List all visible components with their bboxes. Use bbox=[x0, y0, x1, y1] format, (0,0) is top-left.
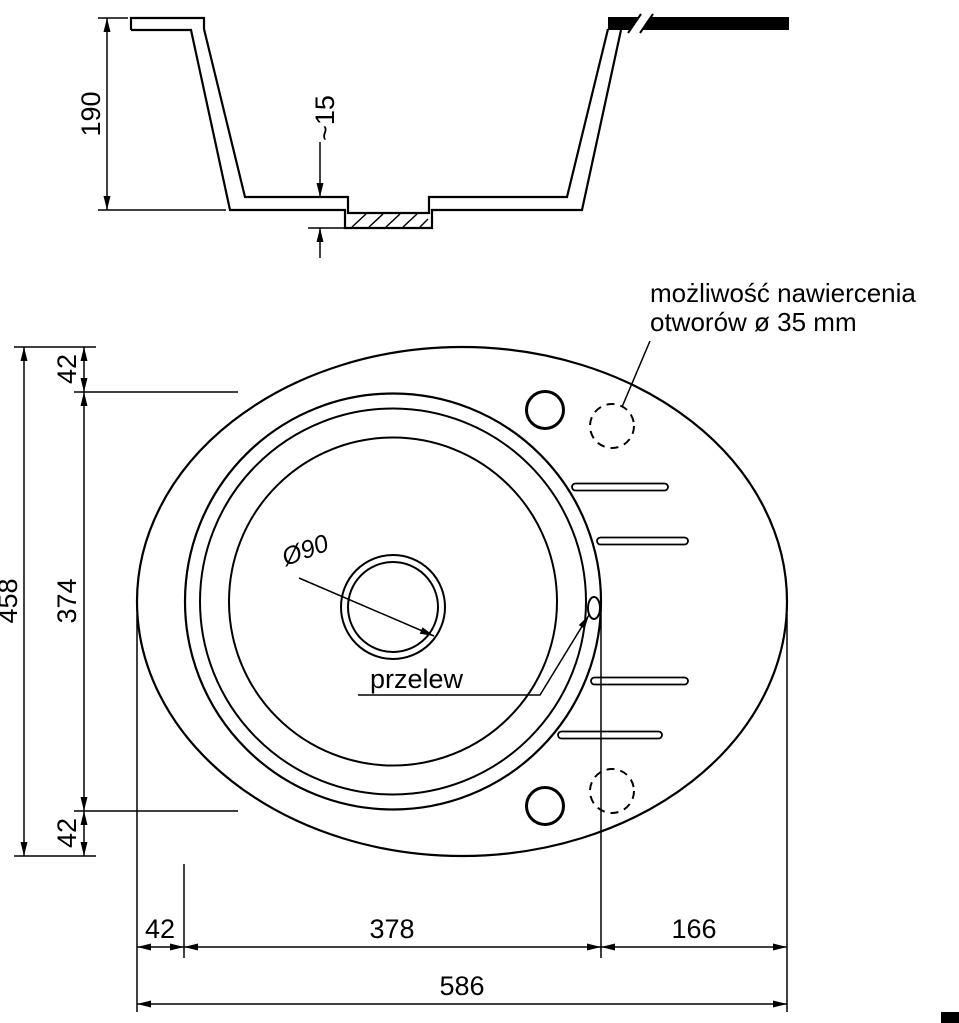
bowl-middle-circle bbox=[199, 407, 587, 796]
dim-label-15: ~15 bbox=[310, 95, 340, 141]
plan-view: Ø90 przelew możliwość nawiercenia otworó… bbox=[135, 278, 916, 858]
dim-label-458: 458 bbox=[0, 578, 23, 623]
section-inner-profile bbox=[202, 28, 610, 215]
dim-label-378: 378 bbox=[369, 914, 414, 944]
dim-section-height: 190 bbox=[76, 17, 226, 211]
faucet-hole-top bbox=[525, 390, 565, 430]
section-view: 190 ~15 bbox=[76, 13, 789, 258]
optional-hole-bottom bbox=[589, 768, 635, 814]
drainer-groove bbox=[557, 730, 663, 740]
dim-overall-height: 458 bbox=[0, 347, 28, 856]
dim-bowl-height: 374 bbox=[52, 392, 88, 811]
dim-bottom-offset: 42 bbox=[52, 811, 88, 856]
dim-bowl-width: 378 bbox=[184, 914, 601, 951]
dim-left-offset: 42 bbox=[137, 914, 184, 951]
optional-hole-top bbox=[589, 403, 635, 449]
overflow-leader-line bbox=[358, 614, 590, 696]
drain-inner-circle bbox=[347, 561, 439, 653]
bowl-inner-circle bbox=[228, 436, 558, 767]
drainer-grooves bbox=[557, 482, 689, 740]
dim-label-374: 374 bbox=[52, 578, 82, 623]
bowl-outer-circle bbox=[183, 392, 603, 811]
break-mark-lines bbox=[627, 13, 654, 34]
section-left-flange bbox=[129, 16, 206, 30]
sink-outline bbox=[135, 345, 789, 858]
section-drainboard bbox=[608, 17, 789, 30]
dim-overall-width: 586 bbox=[137, 971, 787, 1008]
drainer-groove bbox=[571, 482, 669, 492]
dim-label-42-top: 42 bbox=[52, 354, 82, 384]
overflow-hole bbox=[587, 596, 601, 620]
dim-label-190: 190 bbox=[76, 91, 106, 136]
dim-top-offset: 42 bbox=[52, 347, 88, 392]
drain-diameter-line bbox=[298, 577, 435, 637]
drill-note: możliwość nawiercenia otworów ø 35 mm bbox=[621, 278, 916, 408]
break-mark-gap bbox=[628, 14, 653, 33]
dim-drainer-width: 166 bbox=[601, 914, 787, 951]
dim-label-586: 586 bbox=[439, 971, 484, 1001]
dim-label-42-left: 42 bbox=[145, 914, 175, 944]
drill-note-line2: otworów ø 35 mm bbox=[650, 307, 857, 337]
drill-note-leader bbox=[621, 340, 651, 408]
section-outer-profile bbox=[131, 28, 623, 230]
drain-outer-circle bbox=[340, 554, 446, 660]
dim-label-42-bottom: 42 bbox=[52, 818, 82, 848]
drainer-groove bbox=[596, 536, 689, 546]
dim-recess-depth: ~15 bbox=[308, 95, 347, 258]
dimension-annotations: 458 42 374 42 42 378 bbox=[0, 346, 788, 1012]
dim-label-166: 166 bbox=[671, 914, 716, 944]
overflow-callout: przelew bbox=[358, 614, 590, 696]
faucet-hole-bottom bbox=[525, 786, 565, 826]
corner-mark bbox=[941, 1012, 959, 1023]
drill-note-line1: możliwość nawiercenia bbox=[650, 278, 916, 308]
overflow-label: przelew bbox=[370, 664, 464, 694]
drain-diameter-label: Ø90 bbox=[277, 529, 332, 572]
drainer-groove bbox=[590, 676, 689, 686]
section-recess-hatch bbox=[351, 213, 429, 228]
